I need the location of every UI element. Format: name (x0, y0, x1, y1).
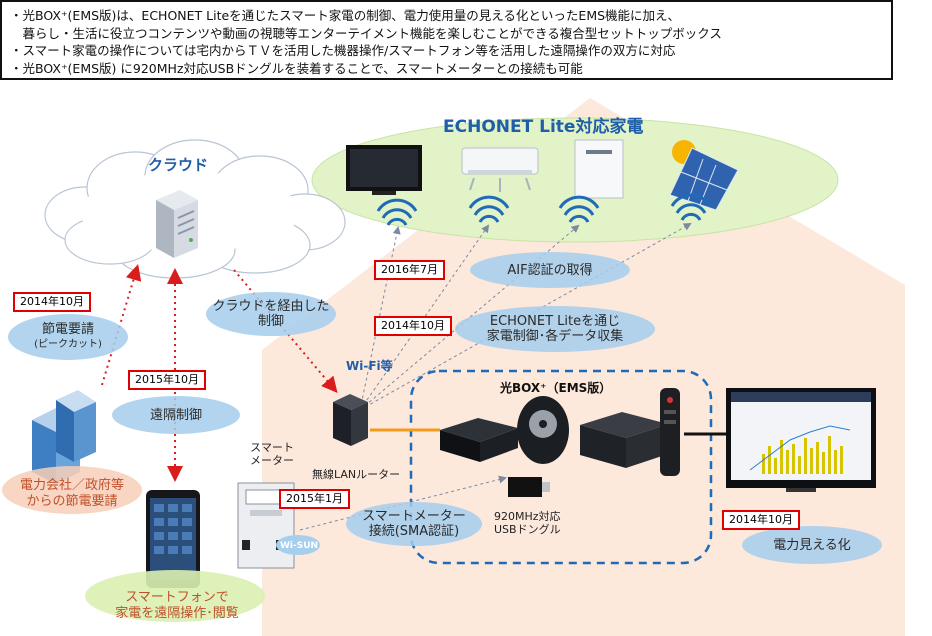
echonet-title: ECHONET Lite対応家電 (443, 117, 644, 137)
phone-label: スマートフォンで 家電を遠隔操作･閲覧 (115, 590, 239, 621)
tv-remote-icon (660, 388, 680, 476)
date-tag-enkaku: 2015年10月 (128, 370, 206, 390)
echonet-control-bubble: ECHONET Liteを通じ 家電制御･各データ収集 (455, 306, 655, 352)
info-box: ・光BOX⁺(EMS版)は、ECHONET Liteを通じたスマート家電の制御、… (0, 0, 893, 80)
info-line: ・光BOX⁺(EMS版)は、ECHONET Liteを通じたスマート家電の制御、… (10, 8, 681, 23)
set-top-box-icon (580, 412, 668, 468)
wisun-badge-icon (276, 535, 320, 555)
setsuden-bubble: 節電要請 (ピークカット) (8, 314, 128, 360)
info-line: ・スマート家電の操作については宅内からＴＶを活用した機器操作/スマートフォン等を… (10, 43, 676, 58)
hikari-box-title: 光BOX⁺（EMS版） (500, 381, 612, 395)
remote-controller-icon (517, 396, 569, 464)
server-icon (156, 190, 198, 258)
wisun-label: Wi-SUN (280, 541, 319, 551)
office-building-icon (32, 390, 96, 484)
date-tag-smartmeter: 2015年1月 (279, 489, 350, 509)
tv-appliance-icon (346, 145, 422, 195)
router-label: 無線LANルーター (312, 468, 401, 481)
air-conditioner-icon (461, 147, 539, 192)
info-line: ・光BOX⁺(EMS版) に920MHz対応USBドングルを装着することで、スマ… (10, 60, 583, 76)
smartphone-icon (146, 490, 200, 588)
battery-unit-icon (574, 139, 624, 199)
energy-tv-display (726, 388, 876, 492)
power-request-ellipse (2, 466, 142, 514)
date-tag-mieruka: 2014年10月 (722, 510, 800, 530)
remote-control-bubble: 遠隔制御 (112, 396, 240, 434)
smart-meter-connect-bubble: スマートメーター 接続(SMA認証) (346, 502, 482, 546)
mieruka-bubble: 電力見える化 (742, 526, 882, 564)
phone-ellipse (85, 570, 265, 622)
house-shape (262, 98, 905, 636)
dongle-label: 920MHz対応 USBドングル (494, 510, 561, 536)
hikari-box-device (440, 418, 518, 462)
usb-dongle-icon (508, 477, 550, 497)
wifi-signal-icons (376, 193, 712, 226)
date-tag-aif: 2016年7月 (374, 260, 445, 280)
info-line: 暮らし・生活に役立つコンテンツや動画の視聴等エンターテイメント機能を楽しむことが… (10, 25, 722, 41)
aif-bubble: AIF認証の取得 (470, 252, 630, 288)
date-tag-echonet: 2014年10月 (374, 316, 452, 336)
wireless-router-icon (333, 394, 368, 446)
power-request-label: 電力会社／政府等 からの節電要請 (19, 478, 124, 509)
hikari-box-frame (409, 369, 713, 565)
wifi-label: Wi-Fi等 (346, 359, 393, 373)
smart-meter-label: スマート メーター (250, 441, 294, 467)
date-tag-setsuden: 2014年10月 (13, 292, 91, 312)
cloud-control-bubble: クラウドを経由した 制御 (206, 292, 336, 336)
cloud-title: クラウド (148, 156, 209, 174)
